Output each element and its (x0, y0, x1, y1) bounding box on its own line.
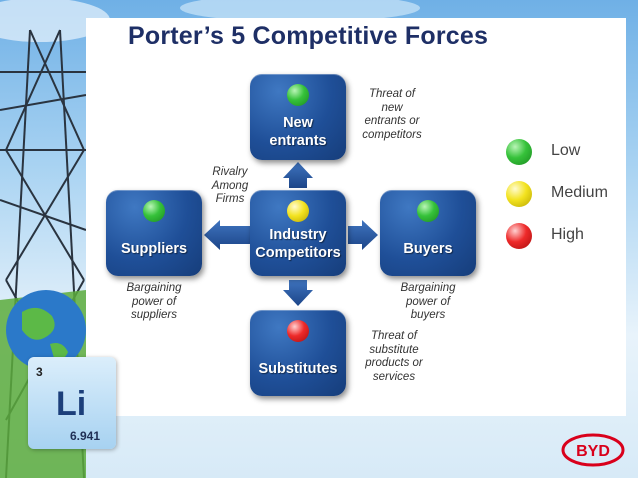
note-suppliers: Bargaining power of suppliers (126, 282, 182, 321)
box-buyers: Buyers (380, 190, 476, 276)
box-new-entrants: New entrants (250, 74, 346, 160)
note-rivalry: Rivalry Among Firms (211, 166, 249, 205)
element-mass: 6.941 (70, 429, 101, 443)
page-title: Porter’s 5 Competitive Forces (128, 22, 489, 50)
box-label: Buyers (403, 241, 453, 257)
arrow-down-icon (283, 280, 313, 306)
element-number: 3 (36, 365, 43, 379)
box-label: New (283, 115, 313, 131)
legend-low-icon (506, 139, 532, 165)
box-label: Competitors (255, 245, 341, 261)
box-substitutes: Substitutes (250, 310, 346, 396)
element-symbol: Li (56, 385, 87, 423)
note-new-entrants: Threat of new entrants or competitors (362, 88, 422, 141)
note-substitutes: Threat of substitute products or service… (365, 330, 423, 383)
legend-low-label: Low (551, 142, 581, 159)
level-indicator-icon (287, 320, 309, 342)
logo-text: BYD (576, 443, 610, 460)
legend-medium-label: Medium (551, 184, 608, 201)
level-indicator-icon (417, 200, 439, 222)
box-label: entrants (269, 133, 327, 149)
legend-medium-icon (506, 181, 532, 207)
arrow-right-icon (348, 220, 378, 250)
legend-high-label: High (551, 226, 584, 243)
box-label: Suppliers (120, 241, 188, 257)
level-indicator-icon (143, 200, 165, 222)
box-label: Industry (269, 227, 327, 243)
element-tile: 3 Li 6.941 (28, 357, 116, 449)
byd-logo-icon: BYD (561, 433, 625, 467)
level-indicator-icon (287, 200, 309, 222)
box-suppliers: Suppliers (106, 190, 202, 276)
box-industry-competitors: Industry Competitors (250, 190, 346, 276)
level-indicator-icon (287, 84, 309, 106)
arrow-left-icon (204, 220, 250, 250)
arrow-up-icon (283, 162, 313, 188)
box-label: Substitutes (258, 361, 338, 377)
note-buyers: Bargaining power of buyers (400, 282, 456, 321)
legend-high-icon (506, 223, 532, 249)
